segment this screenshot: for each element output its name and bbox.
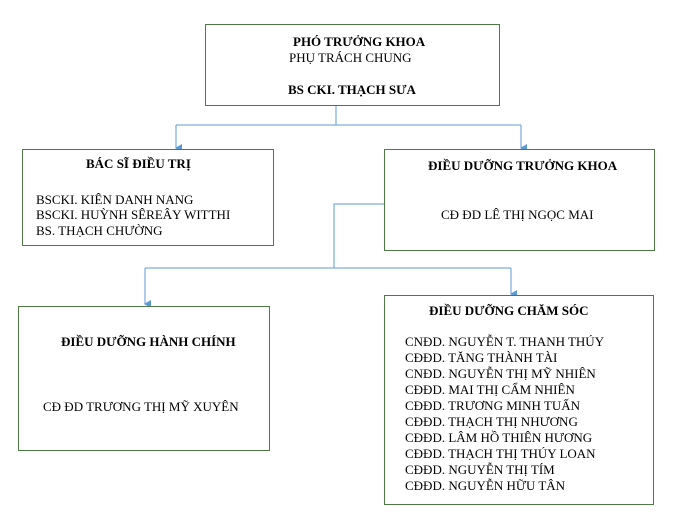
admin-nurse-title: ĐIỀU DƯỠNG HÀNH CHÍNH (61, 334, 236, 349)
head-nurse-title: ĐIỀU DƯỠNG TRƯỞNG KHOA (428, 158, 618, 173)
care-nurse-member: CNĐD. NGUYỄN THỊ MỸ NHIÊN (405, 366, 596, 381)
care-nurse-member: CĐĐD. THẠCH THỊ THÚY LOAN (405, 446, 596, 461)
root-name: BS CKI. THẠCH SƯA (288, 82, 416, 97)
care-nurse-member: CĐĐD. LÂM HỒ THIÊN HƯƠNG (405, 430, 593, 445)
head-nurse-name: CĐ ĐD LÊ THỊ NGỌC MAI (441, 207, 594, 222)
care-nurse-title: ĐIỀU DƯỠNG CHĂM SÓC (429, 303, 589, 318)
doctors-member: BSCKI. KIÊN DANH NANG (36, 192, 194, 207)
care-nurse-box: ĐIỀU DƯỠNG CHĂM SÓC CNĐD. NGUYỄN T. THAN… (384, 295, 654, 505)
doctors-box: BÁC SĨ ĐIỀU TRỊ BSCKI. KIÊN DANH NANG BS… (22, 149, 274, 246)
root-subtitle: PHỤ TRÁCH CHUNG (289, 50, 412, 65)
doctors-title: BÁC SĨ ĐIỀU TRỊ (86, 156, 191, 171)
root-title: PHÓ TRƯỞNG KHOA (293, 34, 426, 49)
doctors-member: BS. THẠCH CHƯỜNG (36, 223, 163, 238)
root-box: PHÓ TRƯỞNG KHOA PHỤ TRÁCH CHUNG BS CKI. … (205, 24, 500, 106)
care-nurse-member: CĐĐD. MAI THỊ CẨM NHIÊN (405, 382, 575, 397)
connector-head-nurse-branch (333, 203, 384, 268)
care-nurse-member: CĐĐD. NGUYỄN THỊ TÍM (405, 462, 555, 477)
care-nurse-member: CĐĐD. THẠCH THỊ NHƯƠNG (405, 414, 578, 429)
doctors-member: BSCKI. HUỲNH SÊREÂY WITTHI (36, 207, 231, 222)
care-nurse-member: CĐĐD. TRƯƠNG MINH TUẤN (405, 398, 580, 413)
care-nurse-member: CĐĐD. TĂNG THÀNH TÀI (405, 350, 558, 365)
care-nurse-member: CNĐD. NGUYỄN T. THANH THÚY (405, 334, 605, 349)
admin-nurse-name: CĐ ĐD TRƯƠNG THỊ MỸ XUYÊN (43, 399, 239, 414)
head-nurse-box: ĐIỀU DƯỠNG TRƯỞNG KHOA CĐ ĐD LÊ THỊ NGỌC… (384, 149, 655, 251)
admin-nurse-box: ĐIỀU DƯỠNG HÀNH CHÍNH CĐ ĐD TRƯƠNG THỊ M… (18, 306, 270, 451)
care-nurse-member: CĐĐD. NGUYỄN HỮU TÂN (405, 478, 566, 493)
